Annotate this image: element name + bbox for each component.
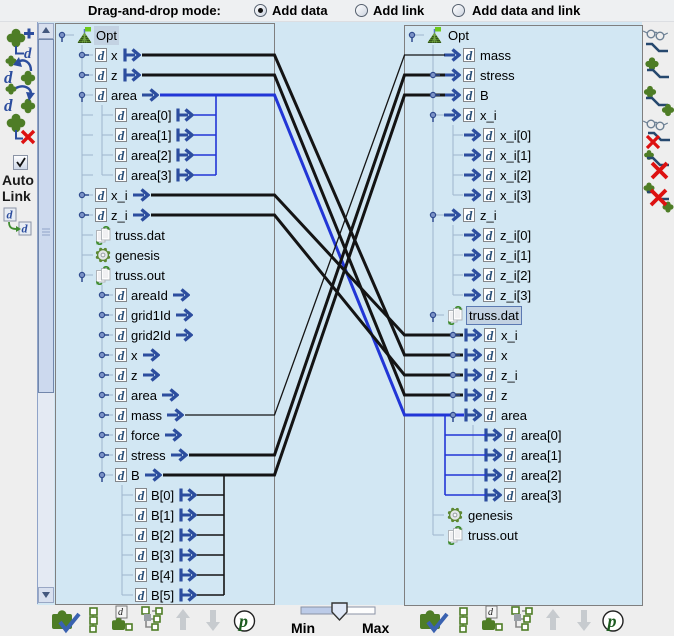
svg-text:d: d	[488, 607, 494, 618]
svg-text:Min: Min	[291, 620, 315, 636]
svg-text:p: p	[606, 611, 617, 631]
svg-text:p: p	[237, 611, 248, 631]
svg-text:Max: Max	[362, 620, 389, 636]
svg-text:d: d	[118, 607, 124, 618]
svg-text:d: d	[4, 96, 13, 115]
svg-text:d: d	[4, 68, 13, 87]
svg-text:d: d	[24, 46, 32, 62]
svg-text:d: d	[22, 222, 29, 236]
svg-text:d: d	[7, 208, 14, 222]
